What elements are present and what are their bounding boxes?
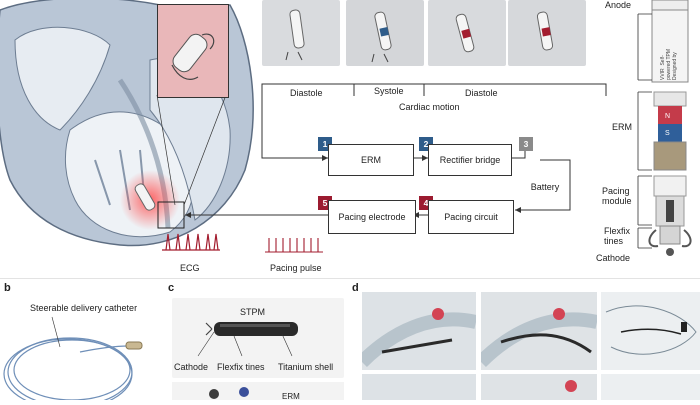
delivery-photo-3 [601, 292, 700, 370]
erm-photo [172, 382, 344, 400]
stpm-cathode-label: Cathode [174, 362, 209, 372]
phase-label-systole: Systole [374, 86, 404, 96]
rectifier-bridge-box: Rectifier bridge [428, 144, 512, 176]
panel-c-letter: c [168, 282, 175, 294]
device-breakdown [630, 0, 700, 262]
ecg-label: ECG [180, 263, 200, 273]
delivery-photo-6 [601, 374, 700, 400]
device-body-text: VVIR Self-powered TPM Designed by [660, 48, 678, 80]
device-zoom-inset [157, 4, 229, 98]
phase-bar [261, 83, 607, 96]
phase-label-diastole-2: Diastole [465, 88, 498, 98]
anode-label: Anode [605, 0, 632, 10]
delivery-photo-4 [362, 374, 476, 400]
delivery-photo-5 [481, 374, 597, 400]
pacing-pulse-trace [265, 238, 323, 253]
stpm-photo [172, 298, 344, 378]
cathode-label: Cathode [596, 253, 631, 263]
panel-b-letter: b [4, 282, 11, 294]
catheter-drawing [3, 316, 143, 400]
pacing-electrode-box: Pacing electrode [328, 200, 416, 234]
stpm-flexfix-label: Flexfix tines [217, 362, 265, 372]
stpm-shell-label: Titanium shell [278, 362, 334, 372]
pacing-circuit-box: Pacing circuit [428, 200, 514, 234]
stpm-title: STPM [240, 307, 266, 317]
battery-box: Battery [530, 182, 560, 192]
magnet-south [658, 124, 682, 142]
pacing-module-label: Pacing module [602, 186, 632, 206]
panel-d-letter: d [352, 282, 359, 294]
motion-frame-devices [285, 9, 554, 63]
pacing-pulse-label: Pacing pulse [270, 263, 322, 273]
erm-photo-label: ERM [282, 392, 300, 401]
flexfix-tines-label: Flexfix tines [604, 226, 631, 246]
left-chamber [14, 26, 111, 131]
panel-divider [0, 278, 700, 279]
cardiac-motion-label: Cardiac motion [399, 102, 460, 112]
delivery-photo-2 [476, 292, 599, 370]
magnet-n-label: N [665, 113, 671, 120]
delivery-photo-1 [357, 292, 478, 370]
magnet-north [658, 106, 682, 124]
cardiac-motion-frames [258, 0, 586, 68]
erm-box: ERM [328, 144, 414, 176]
catheter-title: Steerable delivery catheter [30, 303, 138, 313]
magnet-s-label: S [665, 130, 670, 137]
stpm-device [197, 322, 298, 357]
implanted-device [134, 183, 156, 211]
ecg-trace [162, 233, 220, 251]
device-highlight-box [157, 201, 185, 229]
phase-label-diastole-1: Diastole [290, 88, 323, 98]
device-erm-label: ERM [612, 122, 632, 132]
step-3-badge: 3 [519, 137, 533, 151]
